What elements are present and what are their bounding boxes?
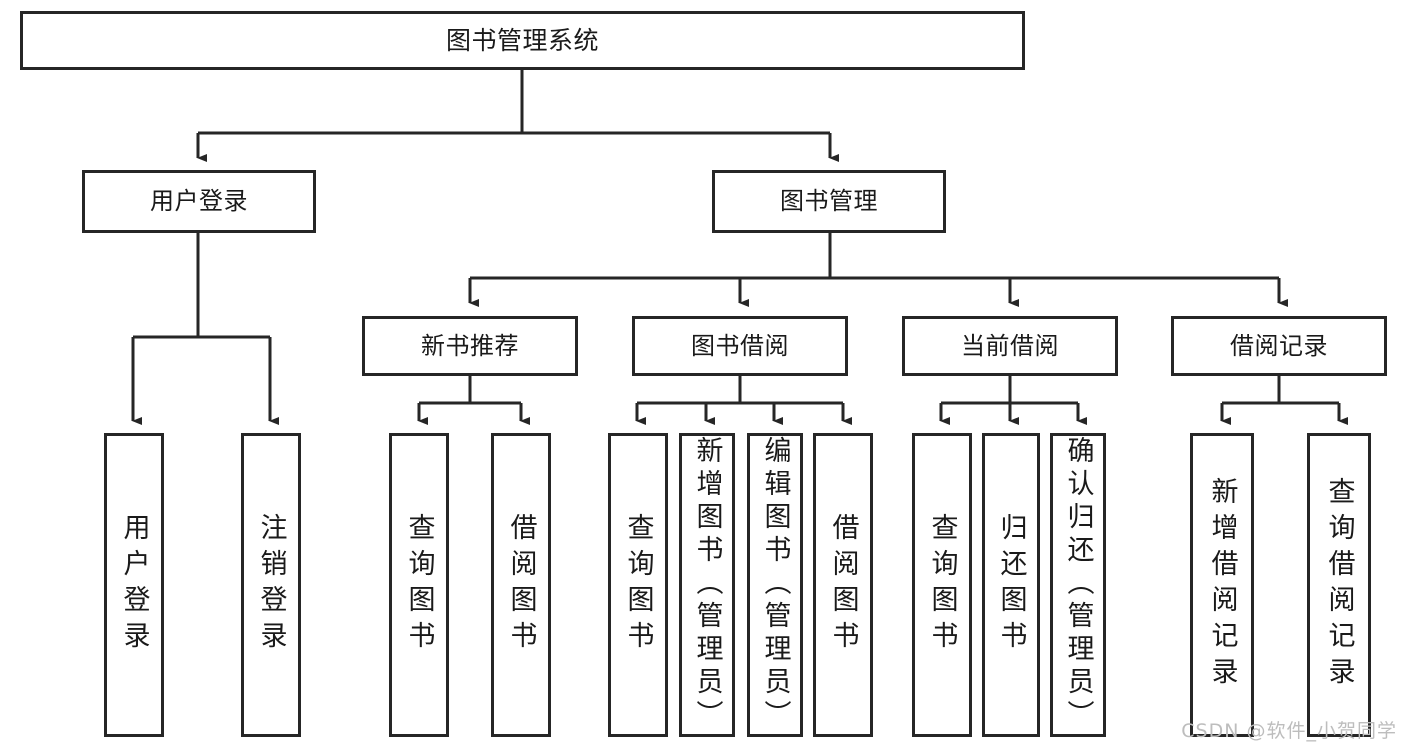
leaf-user-login-label: 用户登录: [118, 513, 150, 657]
node-borrow-record-label: 借阅记录: [1230, 331, 1328, 360]
node-book-manage-label: 图书管理: [780, 187, 878, 216]
leaf-borrow-query-book-label: 查询图书: [622, 513, 654, 657]
node-book-borrow-label: 图书借阅: [691, 331, 789, 360]
leaf-logout-label: 注销登录: [255, 513, 287, 657]
leaf-borrow-book-label: 借阅图书: [827, 513, 859, 657]
node-new-book-recommend-label: 新书推荐: [421, 331, 519, 360]
leaf-query-borrow-record-label: 查询借阅记录: [1323, 477, 1355, 693]
leaf-return-book-label: 归还图书: [995, 513, 1027, 657]
leaf-current-query-book[interactable]: 查询图书: [912, 433, 972, 737]
leaf-user-login[interactable]: 用户登录: [104, 433, 164, 737]
leaf-borrow-book[interactable]: 借阅图书: [813, 433, 873, 737]
leaf-confirm-return-admin-label: 确认归还（管理员）: [1062, 436, 1094, 733]
leaf-edit-book-admin-label: 编辑图书（管理员）: [759, 436, 791, 733]
leaf-current-query-book-label: 查询图书: [926, 513, 958, 657]
leaf-confirm-return-admin[interactable]: 确认归还（管理员）: [1050, 433, 1106, 737]
leaf-borrow-query-book[interactable]: 查询图书: [608, 433, 668, 737]
leaf-add-borrow-record-label: 新增借阅记录: [1206, 477, 1238, 693]
leaf-logout[interactable]: 注销登录: [241, 433, 301, 737]
leaf-new-book-borrow-label: 借阅图书: [505, 513, 537, 657]
leaf-query-borrow-record[interactable]: 查询借阅记录: [1307, 433, 1371, 737]
node-borrow-record[interactable]: 借阅记录: [1171, 316, 1387, 376]
node-current-borrow-label: 当前借阅: [961, 331, 1059, 360]
leaf-add-borrow-record[interactable]: 新增借阅记录: [1190, 433, 1254, 737]
leaf-add-book-admin-label: 新增图书（管理员）: [691, 436, 723, 733]
node-new-book-recommend[interactable]: 新书推荐: [362, 316, 578, 376]
leaf-return-book[interactable]: 归还图书: [982, 433, 1040, 737]
leaf-new-book-query-label: 查询图书: [403, 513, 435, 657]
leaf-add-book-admin[interactable]: 新增图书（管理员）: [679, 433, 735, 737]
node-root-label: 图书管理系统: [445, 25, 599, 55]
leaf-new-book-borrow[interactable]: 借阅图书: [491, 433, 551, 737]
leaf-edit-book-admin[interactable]: 编辑图书（管理员）: [747, 433, 803, 737]
node-user-login-label: 用户登录: [150, 187, 248, 216]
node-root[interactable]: 图书管理系统: [20, 11, 1025, 70]
node-book-manage[interactable]: 图书管理: [712, 170, 946, 233]
node-user-login[interactable]: 用户登录: [82, 170, 316, 233]
watermark: CSDN @软件_小贺同学: [1181, 720, 1397, 742]
node-book-borrow[interactable]: 图书借阅: [632, 316, 848, 376]
leaf-new-book-query[interactable]: 查询图书: [389, 433, 449, 737]
node-current-borrow[interactable]: 当前借阅: [902, 316, 1118, 376]
